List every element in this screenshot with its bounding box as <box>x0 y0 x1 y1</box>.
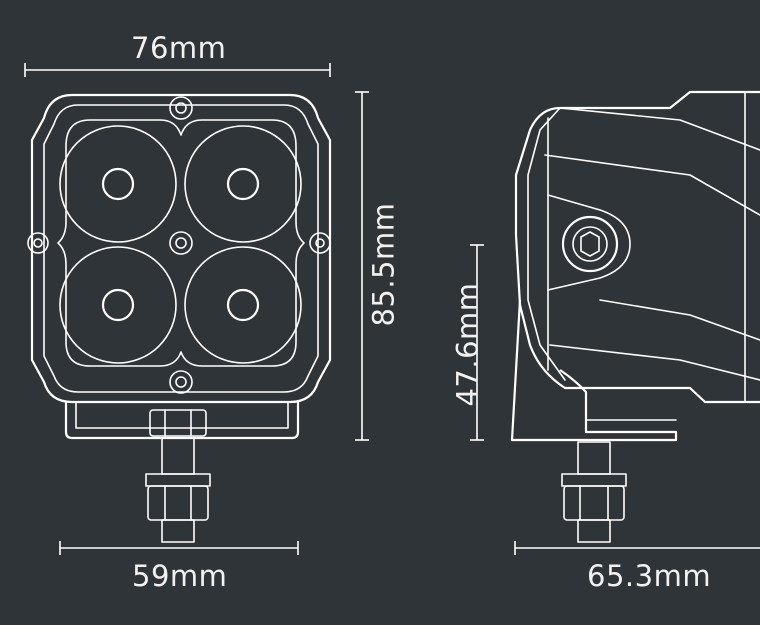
lens-frame <box>57 119 305 367</box>
label-mount-height: 47.6mm <box>450 282 485 407</box>
label-front-width: 76mm <box>131 31 227 65</box>
label-front-height: 85.5mm <box>366 202 401 327</box>
reflector-bottom-right <box>184 246 302 364</box>
front-bolt <box>145 409 211 543</box>
front-view <box>27 93 332 543</box>
label-bracket-width: 59mm <box>132 559 228 593</box>
screw-top <box>169 96 193 120</box>
side-housing-front <box>514 90 760 404</box>
side-pivot-bolt <box>547 194 631 291</box>
led-bottom-left <box>101 288 135 322</box>
front-bracket <box>64 402 300 440</box>
side-fin-1 <box>559 107 760 151</box>
dim-line-65-3mm <box>514 541 760 555</box>
label-side-depth: 65.3mm <box>587 559 712 593</box>
screw-center <box>169 231 193 255</box>
side-mount-bracket <box>510 299 678 442</box>
front-housing-inner <box>43 104 319 393</box>
led-bottom-right <box>226 288 260 322</box>
side-bezel <box>527 107 566 381</box>
side-bolt <box>561 441 627 543</box>
led-top-left <box>101 167 135 201</box>
side-fin-3 <box>599 299 760 341</box>
screw-right <box>309 232 331 254</box>
dim-line-59mm <box>59 541 299 555</box>
screw-left <box>27 232 49 254</box>
front-housing-outer <box>30 93 332 404</box>
side-rear-edge <box>689 91 746 403</box>
reflector-top-left <box>59 125 177 243</box>
reflector-top-right <box>184 125 302 243</box>
dim-line-47-6mm <box>470 244 484 441</box>
led-top-right <box>226 167 260 201</box>
front-bracket-inner <box>75 401 289 429</box>
side-view <box>510 90 760 543</box>
screw-bottom <box>169 370 193 394</box>
side-fin-2 <box>544 154 760 216</box>
dim-line-76mm <box>24 63 331 77</box>
dim-line-85-5mm <box>355 91 369 441</box>
reflector-bottom-left <box>59 246 177 364</box>
side-fin-4 <box>549 344 760 381</box>
